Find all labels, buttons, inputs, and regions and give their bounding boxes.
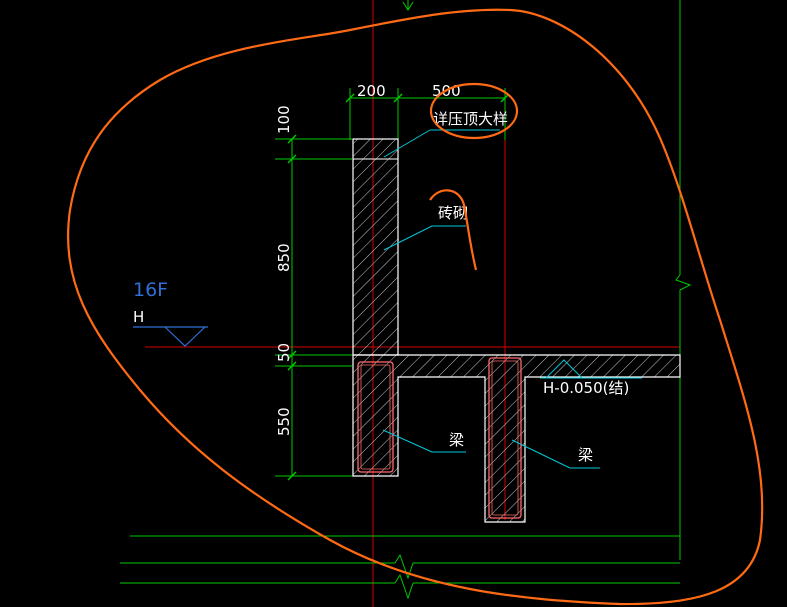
break-line-right — [402, 0, 692, 560]
level-symbol-label: H — [133, 308, 144, 326]
dimension-lines — [275, 88, 510, 481]
dim-wall-width: 200 — [357, 82, 386, 100]
label-coping-detail: 详压顶大样 — [433, 110, 508, 128]
axis-lines — [145, 0, 680, 607]
slab-and-beams — [352, 354, 681, 523]
label-beam-right: 梁 — [578, 446, 593, 464]
dim-wall-height: 850 — [275, 243, 293, 272]
markup-circle-coping — [429, 82, 519, 140]
dim-slab: 50 — [275, 343, 293, 362]
label-masonry: 砖砌 — [438, 204, 468, 222]
leader-lines — [382, 129, 642, 469]
label-beam-left: 梁 — [449, 431, 464, 449]
masonry-wall — [352, 138, 399, 356]
floor-label: 16F — [133, 279, 168, 301]
markup-curve-masonry — [429, 189, 478, 271]
dim-beam-depth: 550 — [275, 407, 293, 436]
label-elevation: H-0.050(结) — [543, 379, 629, 397]
labels: 详压顶大样 砖砌 梁 梁 H-0.050(结) — [433, 110, 629, 464]
break-line-bottom — [120, 535, 680, 600]
level-marker: 16F H — [133, 279, 208, 347]
rebar-cages — [357, 357, 522, 519]
markup-cloud-outline — [66, 8, 764, 606]
dim-top: 100 — [275, 105, 293, 134]
markup-annotations — [66, 8, 764, 606]
